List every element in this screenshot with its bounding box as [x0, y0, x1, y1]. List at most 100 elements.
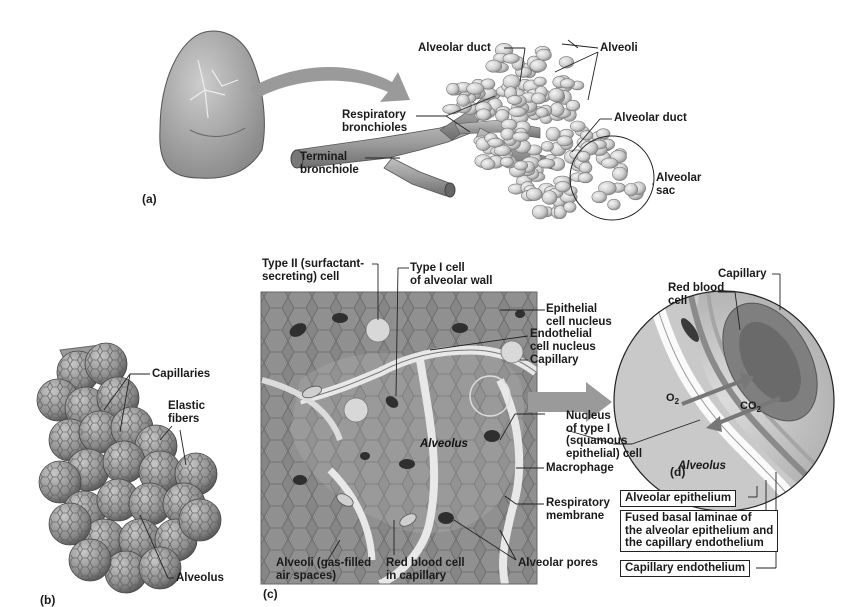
capillary-mesh	[106, 552, 146, 592]
capillary-mesh	[80, 412, 120, 452]
alveolus-bead	[513, 160, 529, 171]
alveolus-bead	[565, 99, 581, 112]
box-alveolar-epithelium: Alveolar epithelium	[620, 490, 737, 507]
label-type2-cell: Type II (surfactant- secreting) cell	[262, 258, 365, 283]
alveolus-bead	[541, 141, 554, 152]
leaders-b	[103, 373, 187, 579]
alveolus-bead	[553, 205, 567, 219]
alveolus-bead	[556, 135, 573, 147]
alveolus-bead	[499, 156, 514, 168]
alveolus-bead	[476, 108, 492, 121]
panel-letter-d: (d)	[670, 465, 686, 479]
alveolus-bead	[548, 88, 565, 103]
label-alveolus-c: Alveolus	[420, 438, 468, 450]
zoom-circle-c	[469, 375, 511, 417]
alveolus-bead	[487, 137, 504, 148]
capillary-mesh	[98, 480, 138, 520]
label-macrophage: Macrophage	[546, 462, 614, 474]
label-o2: O2	[666, 392, 680, 406]
label-endothelial-nucleus: Endothelial cell nucleus	[530, 328, 596, 353]
lung-illustration	[159, 30, 265, 179]
label-alveolus-b: Alveolus	[176, 572, 224, 584]
alveolus-bead	[598, 181, 617, 196]
alveolus-bead	[576, 151, 591, 163]
alveolus-bead	[563, 201, 577, 213]
label-nucleus-type1: Nucleus of type I (squamous epithelial) …	[566, 410, 643, 460]
alveolus-bead	[531, 92, 546, 105]
alveolus-bead	[456, 94, 470, 107]
alveolus-bead	[591, 190, 607, 204]
alveolus-bead	[529, 59, 547, 73]
zoom-arrow-c	[528, 382, 612, 422]
label-capillaries: Capillaries	[152, 368, 211, 380]
co2-arrowhead	[706, 416, 722, 432]
alveolus-bead	[600, 157, 619, 169]
label-alveoli-air: Alveoli (gas-filled air spaces)	[276, 557, 372, 582]
panel-letter-c: (c)	[263, 587, 278, 601]
alveolus-bead	[545, 126, 561, 142]
respiratory-membrane-closeup	[614, 291, 834, 511]
alveolus-bead	[525, 187, 543, 201]
alveolus-bead	[442, 104, 462, 115]
alveolus-bead	[512, 131, 530, 142]
label-alveolar-pores: Alveolar pores	[518, 557, 598, 569]
o2-arrow	[681, 378, 745, 406]
alveolus-bead	[541, 190, 558, 205]
alveolus-bead	[555, 181, 571, 193]
alveolus-bead	[577, 172, 593, 184]
alveolus-bead	[535, 48, 552, 61]
o2-arrowhead	[740, 372, 754, 390]
co2-arrow	[715, 396, 781, 426]
alveolus-bead	[570, 120, 586, 132]
alveolus-bead	[502, 53, 520, 64]
box-capillary-endothelium: Capillary endothelium	[620, 560, 751, 577]
capillary-mesh	[180, 500, 220, 540]
panel-letter-b: (b)	[40, 593, 56, 607]
alveolus-bead	[480, 158, 496, 171]
alveolus-bead	[500, 127, 515, 141]
label-capillary-c: Capillary	[530, 354, 579, 366]
label-alveolar-sac: Alveolar sac	[656, 172, 702, 197]
zoom-arrow-lung	[250, 66, 410, 102]
capillary-mesh	[70, 540, 110, 580]
alveolus-bead	[507, 95, 523, 105]
label-terminal-bronchiole: Terminal bronchiole	[300, 151, 359, 176]
alveolus-bead	[579, 161, 593, 174]
label-respiratory-bronchioles: Respiratory bronchioles	[342, 109, 408, 134]
label-elastic-fibers: Elastic fibers	[168, 400, 206, 425]
leaders-a	[365, 39, 654, 185]
alveolus-bead	[535, 107, 549, 118]
alveolus-bead	[559, 78, 575, 89]
alveolus-bead	[508, 106, 527, 117]
alveoli-cluster	[442, 42, 646, 220]
alveolus-bead	[612, 166, 628, 181]
label-respiratory-membrane: Respiratory membrane	[546, 497, 610, 522]
alveolus-bead	[531, 204, 549, 220]
alveolus-bead	[624, 182, 638, 197]
capillary-mesh	[140, 548, 180, 588]
capillary-mesh	[40, 462, 80, 502]
label-alveolar-duct-top: Alveolar duct	[418, 42, 491, 54]
capillary-bed-illustration	[36, 342, 222, 594]
label-epithelial-nucleus: Epithelial cell nucleus	[546, 303, 612, 328]
label-co2: CO2	[740, 400, 761, 414]
leaders-c	[325, 263, 545, 564]
label-capillary-d: Capillary	[718, 268, 767, 280]
alveolar-sac-outline	[569, 135, 655, 221]
alveolus-bead	[446, 82, 460, 96]
alveolus-bead	[549, 102, 565, 117]
label-alveolar-duct-right: Alveolar duct	[614, 112, 687, 124]
panel-letter-a: (a)	[142, 192, 157, 206]
label-type1-cell: Type I cell of alveolar wall	[410, 262, 493, 287]
cutaway-frame	[260, 291, 538, 585]
alveolus-bead	[485, 59, 503, 73]
capillary-mesh	[50, 504, 90, 544]
capillary-mesh	[140, 452, 180, 492]
alveolus-bead	[466, 82, 485, 95]
capillary-mesh	[86, 344, 126, 384]
capillary-mesh	[130, 484, 170, 524]
label-alveoli: Alveoli	[600, 42, 638, 54]
label-rbc-capillary: Red blood cell in capillary	[386, 557, 465, 582]
alveolus-bead	[537, 158, 556, 169]
